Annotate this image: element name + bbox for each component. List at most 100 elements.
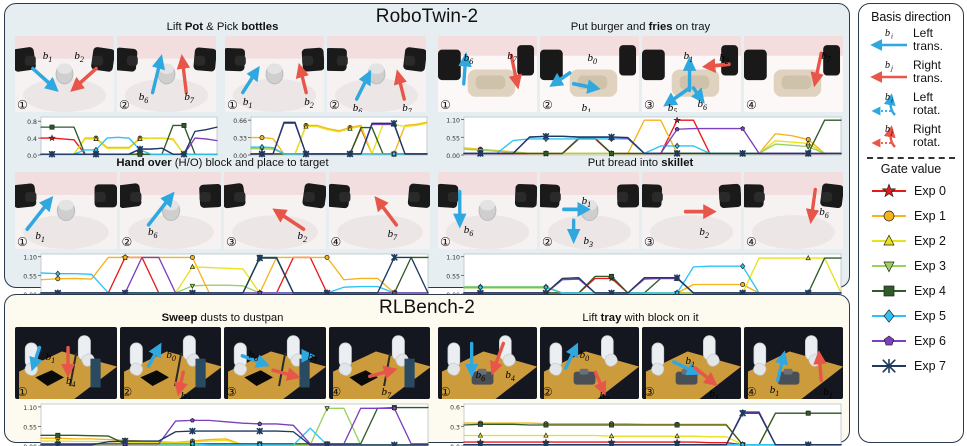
scene-frame: b7 ④ [328, 172, 430, 249]
task-title-seg: (H/O) block and place to target [171, 157, 329, 169]
y-axis-tick-label: 1.10 [446, 118, 460, 125]
gate-chart-hand-over-block: 0.000.551.10 [15, 251, 430, 297]
y-axis-tick-label: 0.00 [233, 153, 247, 158]
task-title-seg-bold: skillet [661, 157, 694, 169]
frame-index-badge: ② [121, 385, 133, 399]
expert-legend-row-1[interactable]: Exp 1 [859, 203, 963, 228]
task-lift-tray: Lift tray with block on it b6b4①b0b2②b1b… [438, 311, 843, 446]
basis-vector-label: b6 [352, 102, 363, 112]
scene-frame: b1 ① [15, 172, 117, 249]
svg-text:j: j [890, 129, 893, 137]
gate-value-plot: 0.000.551.10 [446, 253, 842, 297]
basis-vector-label: b1 [35, 230, 45, 245]
svg-text:i: i [891, 33, 893, 41]
frame-index-badge: ① [440, 98, 451, 112]
basis-vector-label: b6 [463, 223, 474, 238]
basis-vector-label: b2 [304, 95, 314, 110]
frame-index-badge: ③ [644, 385, 655, 399]
basis-legend-label-line1: Right [913, 122, 942, 136]
expert-legend-row-0[interactable]: Exp 0 [859, 178, 963, 203]
scene-image [15, 36, 114, 112]
gate-value-plot: 0.00.40.8 [27, 116, 218, 158]
frame-index-badge: ② [542, 385, 553, 399]
task-title-seg: on tray [672, 21, 711, 33]
y-axis-tick-label: 0.0 [27, 153, 37, 158]
scene-image [328, 172, 430, 249]
y-axis-tick-label: 0.0 [450, 444, 460, 446]
task-title-seg: with block on it [621, 312, 699, 324]
expert-legend-label: Exp 1 [914, 208, 946, 223]
scene-image [119, 327, 221, 399]
frame-index-badge: ④ [330, 235, 342, 249]
frame-strip: b6b4①b0b2②b1b1③b1b1④ [438, 327, 843, 399]
expert-marker-icon [869, 231, 909, 251]
expert-legend-row-6[interactable]: Exp 6 [859, 328, 963, 353]
expert-legend-label: Exp 5 [914, 308, 946, 323]
task-title-seg: Lift [582, 312, 601, 324]
frame-index-badge: ④ [746, 98, 757, 112]
basis-vector-label: b2 [180, 389, 191, 399]
frame-index-badge: ② [542, 235, 553, 249]
basis-vector-label: b1 [42, 50, 53, 65]
basis-vector-label: b6 [475, 369, 486, 384]
frame-index-badge: ③ [644, 98, 655, 112]
y-axis-tick-label: 0.6 [450, 405, 460, 412]
basis-vector-label: b2 [74, 50, 84, 65]
frame-index-badge: ① [17, 235, 28, 249]
expert-marker-icon [869, 206, 909, 226]
basis-vector-label: b4 [505, 369, 515, 384]
task-title: Put bread into skillet [438, 156, 843, 170]
gate-value-plot: 0.000.551.10 [446, 116, 842, 158]
scene-image [642, 327, 741, 399]
panel-title-robotwin: RoboTwin-2 [375, 6, 479, 27]
basis-vector-label: b1 [709, 387, 719, 399]
basis-vector-label: b5 [667, 102, 678, 112]
basis-vector-label: b7 [507, 50, 517, 65]
expert-legend-row-5[interactable]: Exp 5 [859, 303, 963, 328]
expert-legend-label: Exp 7 [914, 358, 946, 373]
basis-vector-label: b1 [823, 385, 833, 399]
legend-gate-title: Gate value [880, 162, 942, 176]
expert-marker-icon [869, 181, 909, 201]
y-axis-tick-label: 0.3 [450, 424, 460, 431]
expert-legend-row-7[interactable]: Exp 7 [859, 353, 963, 378]
basis-vector-label: b7 [387, 228, 398, 243]
basis-vector-label: b0 [579, 348, 590, 363]
expert-marker-icon [869, 306, 909, 326]
y-axis-tick-label: 1.10 [23, 255, 37, 262]
y-axis-tick-label: 0.00 [446, 153, 460, 158]
expert-marker-icon [869, 256, 909, 276]
task-sweep-dusts: Sweep dusts to dustpan b1b4①b0b2②b6b7③b7… [15, 311, 430, 446]
frame-index-badge: ② [119, 98, 130, 112]
expert-legend-row-2[interactable]: Exp 2 [859, 228, 963, 253]
frame-index-badge: ② [329, 98, 340, 112]
basis-vector-label: b7 [381, 385, 392, 399]
basis-vector-label: b2 [599, 389, 609, 399]
basis-vector-label: b6 [138, 91, 149, 106]
expert-legend-row-3[interactable]: Exp 3 [859, 253, 963, 278]
basis-vector-label: b1 [45, 350, 56, 365]
task-title: Sweep dusts to dustpan [15, 311, 430, 325]
basis-vector-label: b1 [242, 95, 253, 110]
basis-vector-label: b6 [819, 206, 829, 221]
svg-text:j: j [890, 65, 893, 73]
basis-vector-label: b1 [769, 383, 780, 398]
expert-legend-row-4[interactable]: Exp 4 [859, 278, 963, 303]
